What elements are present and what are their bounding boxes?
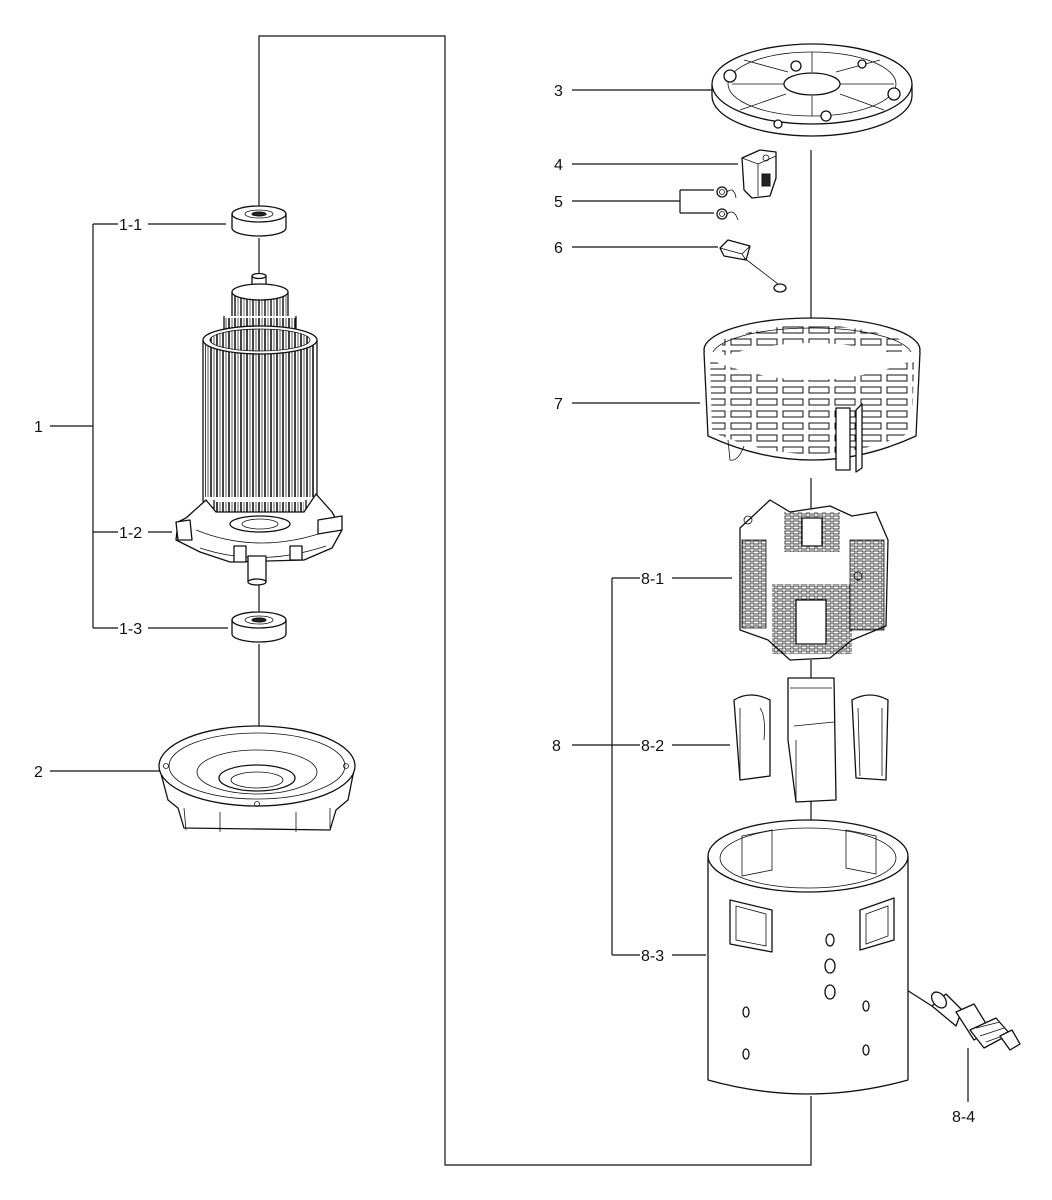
- label-1-1: 1-1: [119, 217, 142, 234]
- label-8-3: 8-3: [641, 948, 664, 965]
- label-1-2: 1-2: [119, 525, 142, 542]
- label-4: 4: [554, 157, 563, 174]
- bearing-upper: [231, 205, 287, 237]
- label-6: 6: [554, 240, 563, 257]
- label-3: 3: [554, 83, 563, 100]
- label-8-2: 8-2: [641, 738, 664, 755]
- carbon-brush: [719, 239, 787, 293]
- label-1: 1: [34, 419, 43, 436]
- end-housing: [158, 725, 356, 832]
- label-8-1: 8-1: [641, 571, 664, 588]
- armature: [175, 272, 343, 586]
- label-1-3: 1-3: [119, 621, 142, 638]
- brush-holder: [741, 149, 777, 199]
- pole-pieces: [733, 677, 889, 803]
- label-8: 8: [552, 738, 561, 755]
- label-leaders: [50, 89, 738, 956]
- label-2: 2: [34, 764, 43, 781]
- label-5: 5: [554, 194, 563, 211]
- field-coil: [739, 499, 889, 661]
- terminal-fitting: [930, 991, 1021, 1051]
- end-cap-plate: [711, 43, 913, 137]
- label-8-4: 8-4: [952, 1109, 975, 1126]
- part-labels: 1 1-1 1-2 1-3 2 3 4 5 6 7 8 8-1 8-2 8-3 …: [34, 83, 975, 1126]
- label-7: 7: [554, 396, 563, 413]
- grille-guard: [703, 317, 921, 473]
- brush-springs: [716, 186, 739, 221]
- motor-frame: [707, 819, 909, 1095]
- bearing-lower: [231, 611, 287, 643]
